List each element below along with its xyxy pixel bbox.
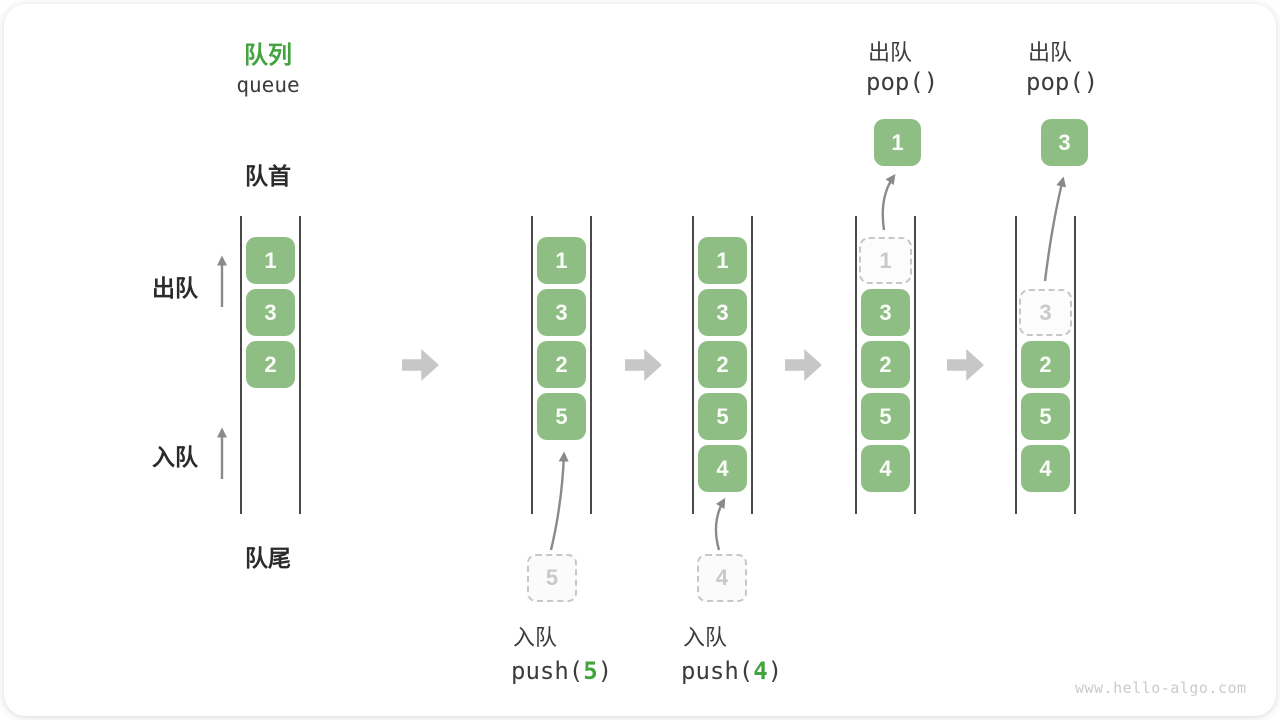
enqueue-op-label: 入队: [513, 625, 558, 650]
transition-arrow-icon: [625, 349, 662, 381]
queue-item: 3: [698, 289, 747, 336]
queue-state-5-column: 3 2 5 4: [1015, 216, 1076, 514]
dequeue-op-code: pop(): [866, 68, 939, 96]
queue-item: 3: [246, 289, 295, 336]
code-close: ): [597, 657, 613, 685]
code-arg: 5: [583, 657, 598, 685]
dequeue-op-label: 出队: [868, 40, 913, 65]
pending-enqueue-box: 4: [697, 554, 747, 602]
code-fn: push(: [511, 657, 584, 685]
code-fn: push(: [681, 657, 754, 685]
queue-state-3-column: 1 3 2 5 4: [692, 216, 753, 514]
enqueue-op-code: push(4): [681, 657, 782, 685]
queue-state-1-column: 1 3 2: [240, 216, 301, 514]
dequeued-ghost-slot: 1: [859, 237, 912, 284]
label-queue-front: 队首: [245, 163, 291, 189]
code-close: ): [767, 657, 783, 685]
label-dequeue-side: 出队: [152, 275, 198, 301]
watermark: www.hello-algo.com: [1075, 679, 1247, 697]
queue-item: 1: [246, 237, 295, 284]
enqueue-op-code: push(5): [511, 657, 612, 685]
queue-item: 2: [246, 341, 295, 388]
title-en: queue: [236, 73, 300, 97]
popped-item-box: 3: [1041, 119, 1088, 166]
queue-item: 4: [861, 445, 910, 492]
queue-state-2-column: 1 3 2 5: [531, 216, 592, 514]
dequeue-op-code: pop(): [1026, 68, 1099, 96]
queue-item: 5: [861, 393, 910, 440]
queue-diagram: 队列 queue 队首 队尾 出队 入队 1 3 2 1 3 2 5 1 3 2…: [4, 4, 1276, 716]
label-enqueue-side: 入队: [152, 444, 198, 470]
code-arg: 4: [753, 657, 768, 685]
queue-item: 2: [698, 341, 747, 388]
transition-arrow-icon: [402, 349, 439, 381]
dequeue-op-label: 出队: [1028, 40, 1073, 65]
title-zh: 队列: [244, 42, 292, 69]
queue-item: 5: [537, 393, 586, 440]
queue-item: 1: [537, 237, 586, 284]
dequeued-ghost-slot: 3: [1019, 289, 1072, 336]
transition-arrow-icon: [947, 349, 984, 381]
queue-item: 5: [1021, 393, 1070, 440]
queue-item: 1: [698, 237, 747, 284]
queue-item: 2: [1021, 341, 1070, 388]
enqueue-op-label: 入队: [683, 625, 728, 650]
queue-item: 3: [537, 289, 586, 336]
queue-state-4-column: 1 3 2 5 4: [855, 216, 916, 514]
pending-enqueue-box: 5: [527, 554, 577, 602]
transition-arrow-icon: [785, 349, 822, 381]
queue-item: 2: [537, 341, 586, 388]
popped-item-box: 1: [874, 119, 921, 166]
queue-item: 2: [861, 341, 910, 388]
queue-item: 4: [1021, 445, 1070, 492]
queue-item: 5: [698, 393, 747, 440]
queue-item: 3: [861, 289, 910, 336]
label-queue-rear: 队尾: [245, 545, 291, 571]
queue-item: 4: [698, 445, 747, 492]
